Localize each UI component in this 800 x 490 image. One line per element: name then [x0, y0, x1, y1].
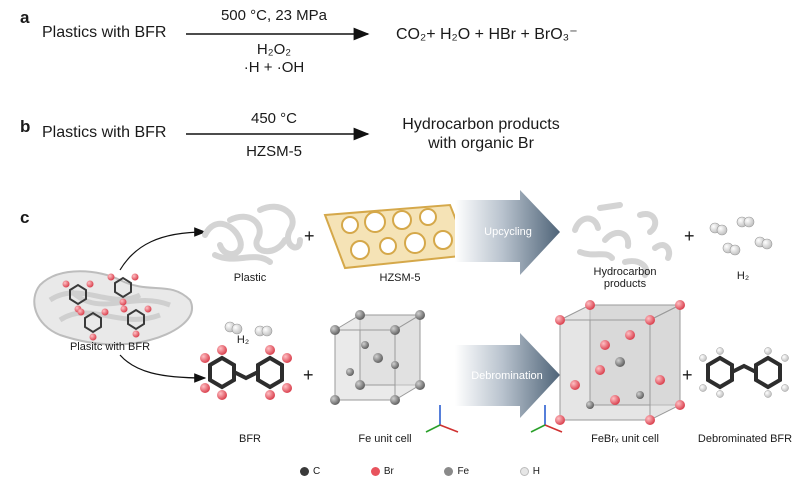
bromine-atom-icon: [370, 467, 380, 476]
curved-arrow-to-upcycling: [119, 227, 207, 271]
panel-b-condition-catalyst: HZSM-5: [246, 143, 302, 160]
legend-item-br: Br: [370, 466, 394, 477]
upcycling-label: Upcycling: [484, 226, 532, 238]
febrx-unit-cell-illustration: [530, 300, 685, 433]
panel-a-reactant: Plastics with BFR: [42, 24, 167, 41]
legend-label-fe: Fe: [457, 466, 470, 477]
fe-unit-cell-illustration: [330, 310, 459, 433]
panel-c-label: c: [20, 208, 30, 227]
debrominated-bfr-molecule-illustration: [699, 347, 789, 398]
panel-a-condition-radicals: ·H + ·OH: [243, 59, 305, 76]
debromination-big-arrow: [455, 333, 560, 418]
panel-a-condition-reagent: H₂O₂: [256, 41, 292, 58]
debrominated-bfr-label: Debrominated BFR: [697, 433, 793, 445]
h2-label-top: H₂: [736, 270, 750, 282]
plastic-label: Plastic: [233, 272, 267, 284]
h2-molecules-mid: [224, 321, 273, 337]
atom-legend: C Br Fe H: [300, 466, 540, 477]
febrx-unit-cell-label: FeBrₓ unit cell: [591, 433, 659, 445]
hzsm5-framework-illustration: [323, 203, 472, 270]
panel-a-condition-top: 500 °C, 23 MPa: [220, 7, 328, 24]
bfr-label: BFR: [239, 433, 261, 445]
plus-sign-1: +: [304, 226, 315, 246]
plus-sign-2: +: [684, 226, 695, 246]
panel-b-product-line-2: with organic Br: [428, 135, 534, 152]
carbon-atom-icon: [300, 467, 309, 476]
legend-label-h: H: [532, 466, 540, 477]
start-label: Plasitc with BFR: [69, 341, 151, 353]
h2-label-mid: H₂: [236, 334, 250, 346]
hydrocarbon-fragments-illustration: [572, 202, 673, 278]
legend-item-fe: Fe: [444, 466, 469, 477]
hydrogen-atom-icon: [519, 467, 529, 476]
panel-b-reactant: Plastics with BFR: [42, 124, 167, 141]
legend-item-c: C: [300, 466, 320, 477]
legend-label-br: Br: [383, 466, 394, 477]
panel-b-label: b: [20, 117, 31, 136]
curved-arrow-to-debromination: [119, 354, 207, 383]
panel-b-product-line-1: Hydrocarbon products: [402, 116, 560, 133]
debromination-label: Debromination: [471, 370, 543, 382]
panel-a-label: a: [20, 8, 30, 27]
hydrocarbon-label-line-1: Hydrocarbon: [593, 266, 657, 278]
plus-sign-3: +: [303, 365, 314, 385]
plastic-with-bfr-illustration: [33, 270, 193, 346]
upcycling-big-arrow: [455, 190, 560, 275]
plus-sign-4: +: [682, 365, 693, 385]
hydrocarbon-label-line-2: products: [603, 278, 647, 290]
legend-label-c: C: [313, 466, 321, 477]
panel-a-products: CO₂+ H₂O + HBr + BrO₃⁻: [396, 26, 578, 43]
legend-item-h: H: [519, 466, 540, 477]
panel-b-condition-top: 450 °C: [250, 110, 298, 127]
fe-unit-cell-label: Fe unit cell: [358, 433, 412, 445]
hzsm5-label: HZSM-5: [379, 272, 421, 284]
iron-atom-icon: [444, 467, 454, 476]
bfr-molecule-illustration: [200, 345, 292, 400]
plastic-strands-illustration: [202, 203, 303, 265]
h2-molecules-top: [709, 216, 773, 256]
